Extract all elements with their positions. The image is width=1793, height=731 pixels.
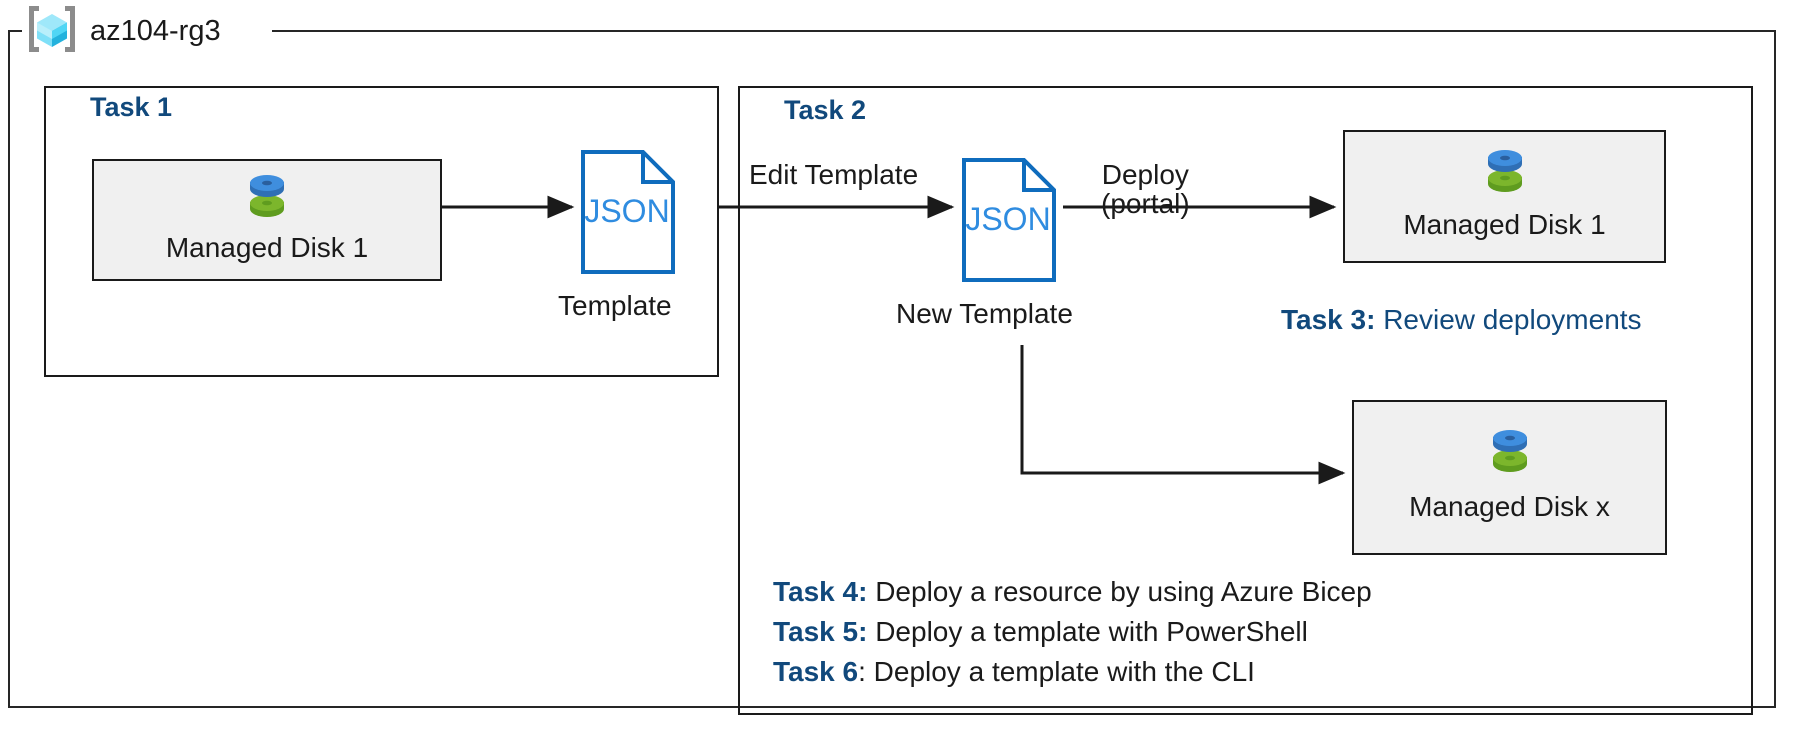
task-4-text: Deploy a resource by using Azure Bicep bbox=[867, 576, 1372, 607]
task-6-key: Task 6 bbox=[773, 656, 859, 687]
task-1-heading: Task 1 bbox=[90, 92, 173, 122]
task-6-text: : Deploy a template with the CLI bbox=[858, 656, 1255, 687]
task-1-container bbox=[44, 86, 719, 377]
deploy-label-line-2: (portal) bbox=[1101, 188, 1190, 220]
task-6-note: Task 6: Deploy a template with the CLI bbox=[773, 658, 1255, 686]
task-3-note: Task 3: Review deployments bbox=[1281, 306, 1642, 334]
resource-group-frame bbox=[8, 30, 1776, 708]
resource-group-cube-icon bbox=[26, 3, 78, 60]
managed-disk-icon bbox=[243, 169, 291, 226]
task-5-note: Task 5: Deploy a template with PowerShel… bbox=[773, 618, 1308, 646]
svg-text:JSON: JSON bbox=[584, 193, 669, 229]
managed-disk-icon bbox=[1486, 424, 1534, 481]
managed-disk-x-box: Managed Disk x bbox=[1352, 400, 1667, 555]
task-4-key: Task 4: bbox=[773, 576, 868, 607]
managed-disk-icon bbox=[1481, 144, 1529, 201]
deploy-label: Deploy (portal) bbox=[1101, 160, 1190, 219]
json-file-icon: JSON bbox=[580, 149, 676, 280]
edit-template-label: Edit Template bbox=[749, 159, 919, 190]
task-2-heading: Task 2 bbox=[784, 95, 867, 125]
task-4-note: Task 4: Deploy a resource by using Azure… bbox=[773, 578, 1372, 606]
deploy-label-line-1: Deploy bbox=[1101, 159, 1189, 190]
managed-disk-1-task1-box: Managed Disk 1 bbox=[92, 159, 442, 281]
json-file-icon: JSON bbox=[961, 157, 1057, 288]
task-5-key: Task 5: bbox=[773, 616, 868, 647]
task-5-text: Deploy a template with PowerShell bbox=[867, 616, 1308, 647]
task-3-key: Task 3: bbox=[1281, 304, 1376, 335]
svg-text:JSON: JSON bbox=[965, 201, 1050, 237]
resource-group-header: az104-rg3 bbox=[26, 4, 221, 58]
template-caption: Template bbox=[558, 290, 672, 321]
new-template-caption: New Template bbox=[896, 298, 1073, 329]
managed-disk-1-task2-box: Managed Disk 1 bbox=[1343, 130, 1666, 263]
managed-disk-x-label: Managed Disk x bbox=[1409, 491, 1610, 522]
task-2-container bbox=[738, 86, 1753, 715]
managed-disk-1-task2-label: Managed Disk 1 bbox=[1403, 209, 1606, 240]
managed-disk-1-task1-label: Managed Disk 1 bbox=[165, 232, 369, 263]
resource-group-name: az104-rg3 bbox=[90, 14, 221, 47]
task-3-text: Review deployments bbox=[1375, 304, 1642, 335]
